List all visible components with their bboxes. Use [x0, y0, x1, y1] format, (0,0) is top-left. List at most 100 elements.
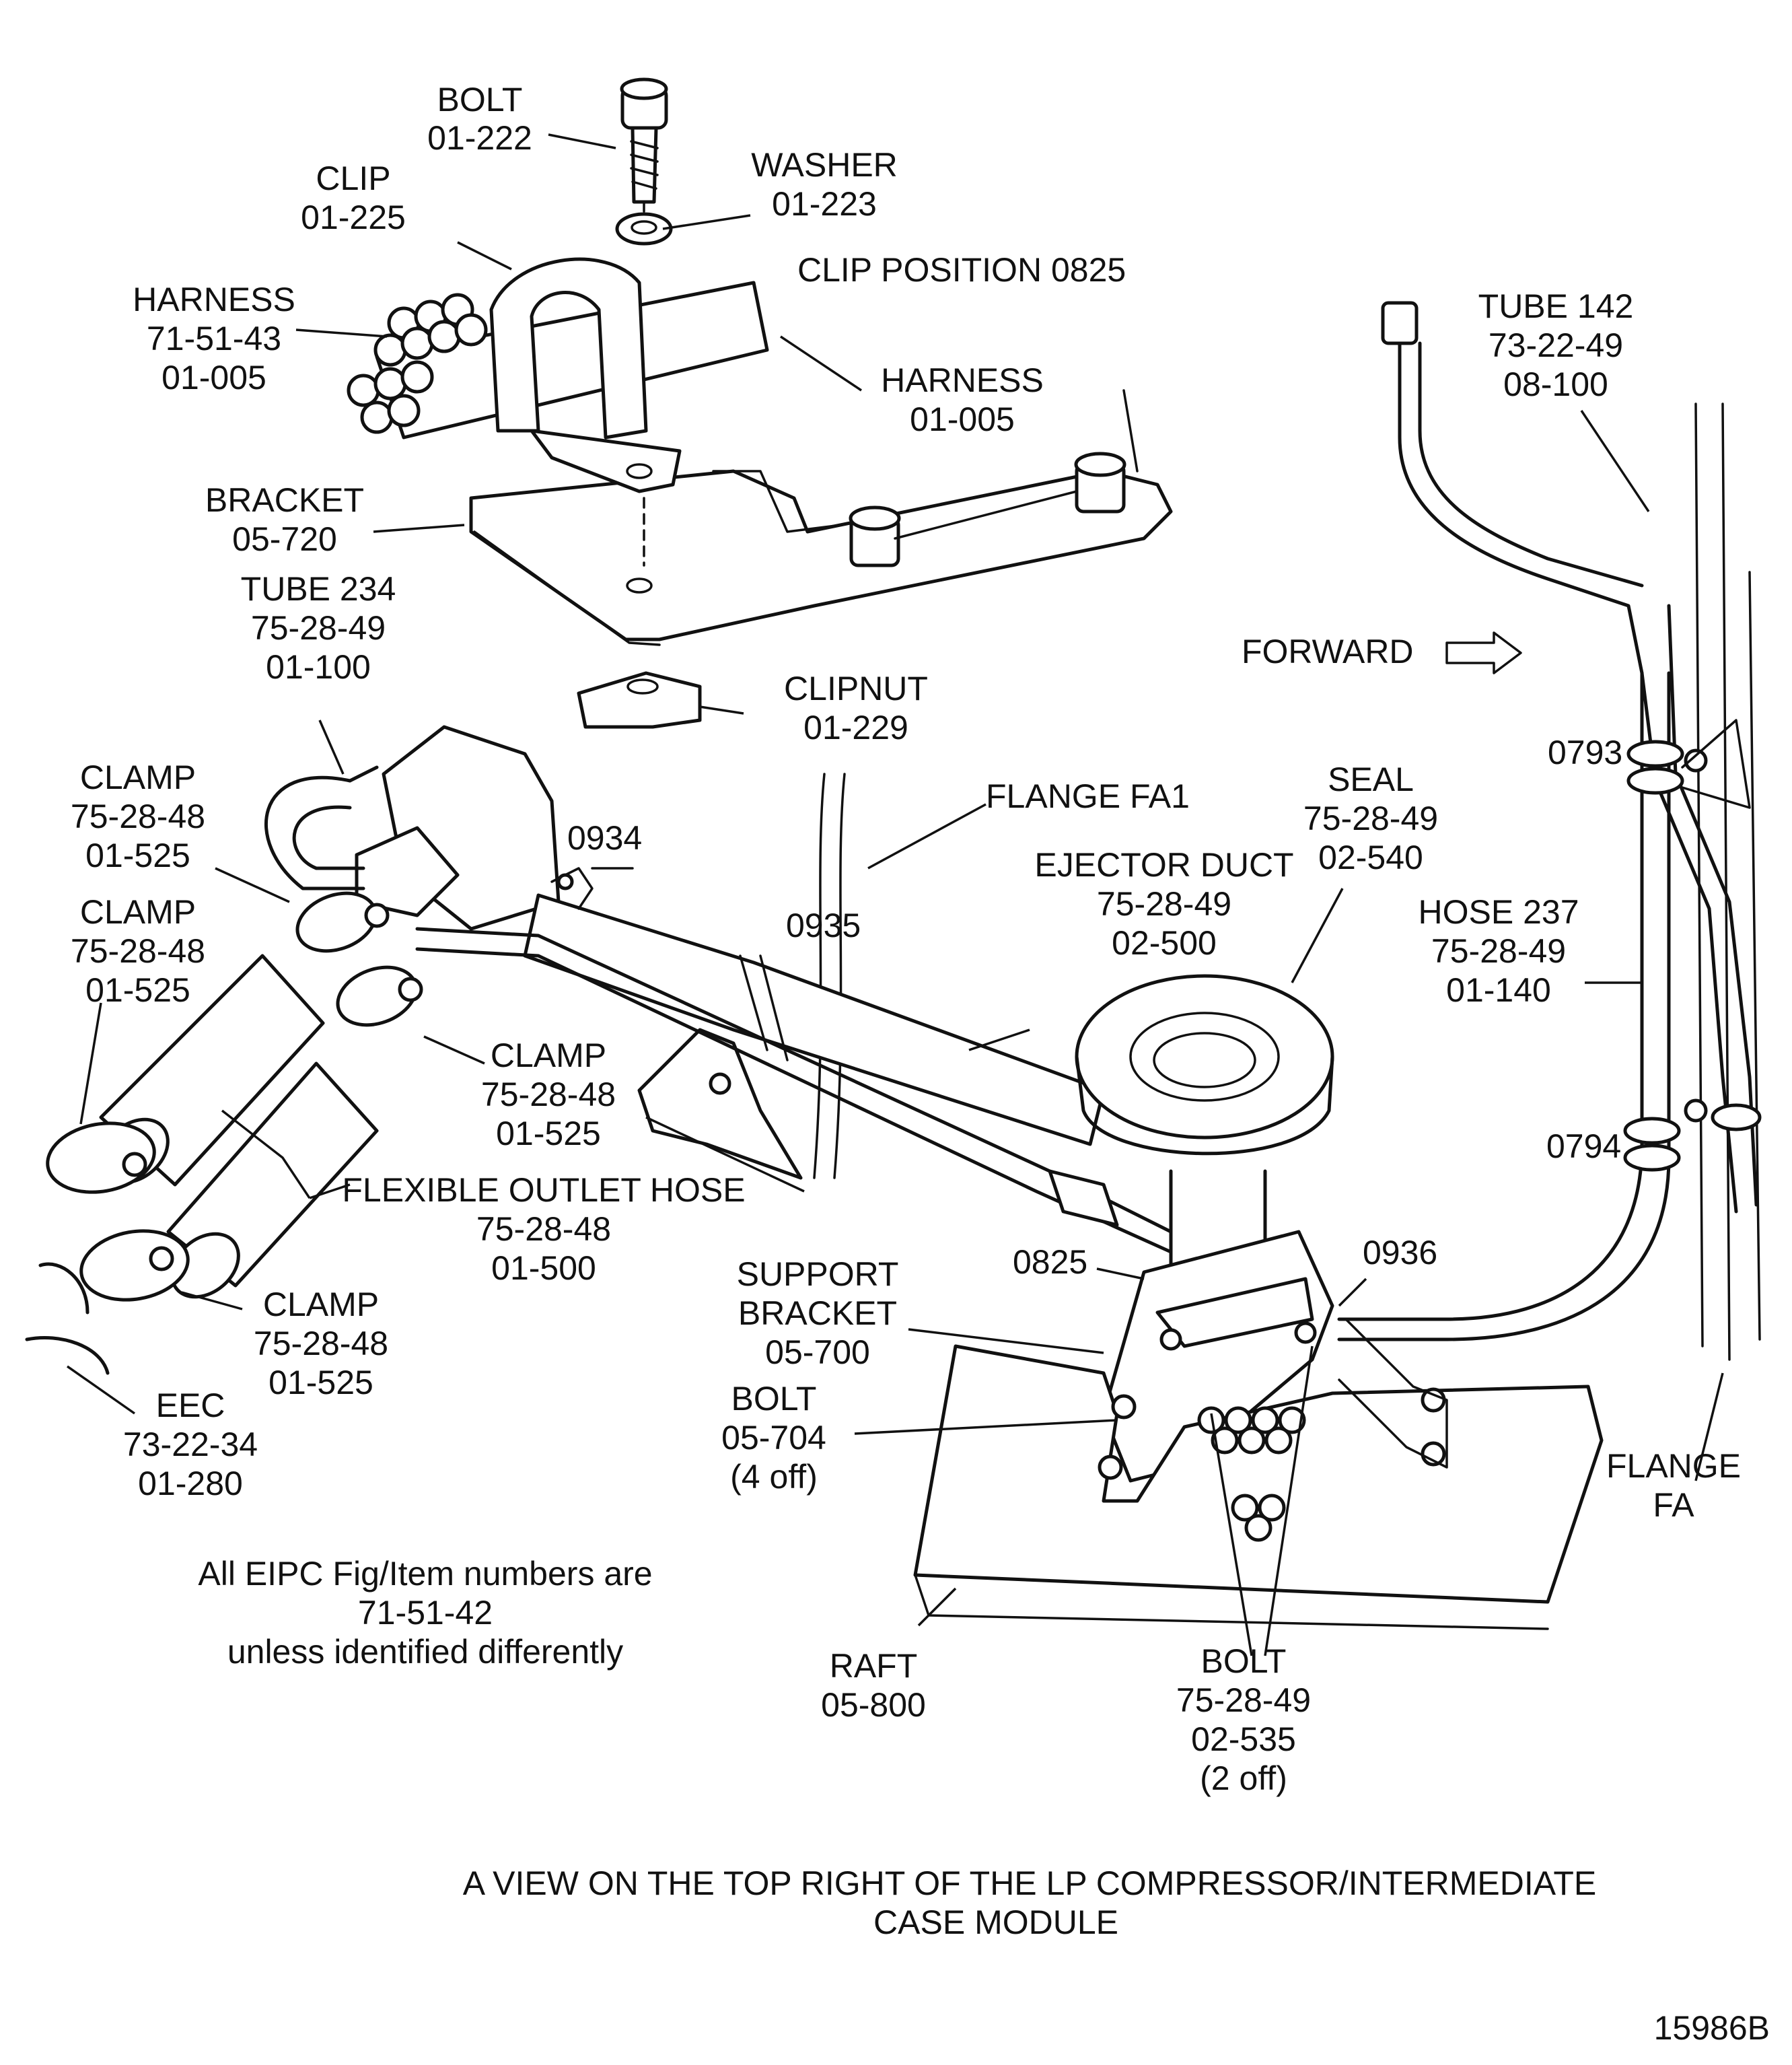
clipnut-part	[577, 671, 702, 729]
label-ref-0934: 0934	[567, 819, 642, 857]
svg-text:75-28-49: 75-28-49	[251, 609, 386, 647]
raft-part	[913, 1318, 1604, 1630]
label-ref-0935: 0935	[786, 907, 861, 944]
svg-text:01-280: 01-280	[138, 1465, 243, 1502]
svg-text:05-700: 05-700	[765, 1333, 870, 1371]
svg-text:TUBE 142: TUBE 142	[1478, 287, 1634, 325]
label-flange-fa1: FLANGE FA1	[986, 777, 1190, 815]
svg-text:BOLT: BOLT	[437, 81, 523, 118]
svg-text:(4 off): (4 off)	[730, 1458, 818, 1496]
svg-text:BRACKET: BRACKET	[205, 481, 364, 519]
label-harness-left: HARNESS 71-51-43 01-005	[133, 281, 295, 396]
bracket-plate	[469, 389, 1173, 646]
clamp-0793	[1626, 719, 1751, 809]
label-clipnut: CLIPNUT 01-229	[784, 670, 928, 746]
figure-caption: A VIEW ON THE TOP RIGHT OF THE LP COMPRE…	[463, 1864, 1597, 1941]
ejector-duct-part	[264, 725, 1106, 1180]
label-tube-234: TUBE 234 75-28-49 01-100	[241, 570, 396, 686]
svg-text:BOLT: BOLT	[1201, 1642, 1287, 1680]
label-raft: RAFT 05-800	[821, 1647, 926, 1724]
label-tube-142: TUBE 142 73-22-49 08-100	[1478, 287, 1634, 403]
svg-text:01-222: 01-222	[427, 119, 532, 157]
svg-text:75-28-49: 75-28-49	[1303, 800, 1438, 837]
svg-text:73-22-34: 73-22-34	[123, 1426, 258, 1463]
label-bolt-raft: BOLT 75-28-49 02-535 (2 off)	[1176, 1642, 1311, 1797]
svg-text:HARNESS: HARNESS	[881, 361, 1044, 399]
svg-text:02-540: 02-540	[1318, 839, 1423, 876]
label-flexible-outlet-hose: FLEXIBLE OUTLET HOSE 75-28-48 01-500	[342, 1171, 745, 1287]
svg-text:02-535: 02-535	[1191, 1720, 1296, 1758]
label-bracket: BRACKET 05-720	[205, 481, 364, 558]
bracket-nut-1	[849, 505, 901, 567]
svg-text:(2 off): (2 off)	[1200, 1759, 1287, 1797]
label-hose-237: HOSE 237 75-28-49 01-140	[1418, 893, 1579, 1009]
svg-text:05-720: 05-720	[232, 520, 337, 558]
label-support-bracket: SUPPORT BRACKET 05-700	[737, 1255, 899, 1371]
svg-text:01-100: 01-100	[266, 648, 371, 686]
svg-text:BRACKET: BRACKET	[738, 1294, 897, 1332]
svg-text:08-100: 08-100	[1503, 365, 1608, 403]
svg-text:CLIP: CLIP	[316, 160, 390, 197]
note-block: All EIPC Fig/Item numbers are 71-51-42 u…	[198, 1555, 652, 1671]
svg-text:EEC: EEC	[156, 1387, 225, 1424]
leader-lines	[66, 133, 1724, 1656]
svg-text:SUPPORT: SUPPORT	[737, 1255, 899, 1293]
svg-text:01-525: 01-525	[85, 837, 190, 874]
label-ref-0825: 0825	[1013, 1243, 1087, 1281]
label-ref-0936: 0936	[1363, 1234, 1437, 1271]
svg-text:EJECTOR DUCT: EJECTOR DUCT	[1034, 846, 1293, 884]
label-ref-0793: 0793	[1548, 734, 1622, 771]
label-ref-0794: 0794	[1546, 1127, 1621, 1165]
svg-text:01-005: 01-005	[910, 400, 1015, 438]
label-clamp-1: CLAMP 75-28-48 01-525	[71, 759, 205, 874]
figure-number: 15986B	[1654, 2009, 1770, 2047]
svg-text:01-525: 01-525	[496, 1115, 601, 1152]
svg-text:01-225: 01-225	[301, 199, 406, 236]
svg-text:unless identified differently: unless identified differently	[227, 1633, 623, 1671]
svg-text:TUBE 234: TUBE 234	[241, 570, 396, 608]
svg-text:71-51-42: 71-51-42	[358, 1594, 493, 1632]
svg-text:75-28-49: 75-28-49	[1097, 885, 1231, 923]
svg-text:FLANGE: FLANGE	[1606, 1447, 1741, 1485]
hose-clamps-part	[46, 891, 423, 1302]
svg-text:WASHER: WASHER	[751, 146, 898, 184]
label-ejector-duct: EJECTOR DUCT 75-28-49 02-500	[1034, 846, 1293, 962]
svg-text:SEAL: SEAL	[1328, 761, 1414, 798]
label-flange-fa: FLANGE FA	[1606, 1447, 1741, 1524]
label-clip-position: CLIP POSITION 0825	[797, 251, 1126, 289]
svg-text:05-704: 05-704	[721, 1419, 826, 1457]
svg-text:All EIPC Fig/Item numbers are: All EIPC Fig/Item numbers are	[198, 1555, 652, 1593]
label-washer: WASHER 01-223	[751, 146, 898, 223]
svg-text:CLAMP: CLAMP	[263, 1286, 379, 1323]
duct-tube-0825	[415, 927, 1173, 1254]
svg-text:HOSE 237: HOSE 237	[1418, 893, 1579, 931]
flange-fa-edge	[1694, 403, 1761, 1361]
svg-text:CLAMP: CLAMP	[491, 1037, 606, 1074]
bracket-nut-2	[1074, 452, 1126, 514]
svg-text:75-28-48: 75-28-48	[71, 932, 205, 970]
tube-142-part	[1381, 301, 1644, 675]
svg-text:75-28-48: 75-28-48	[476, 1210, 611, 1248]
svg-text:CASE MODULE: CASE MODULE	[873, 1903, 1118, 1941]
label-harness-right: HARNESS 01-005	[881, 361, 1044, 438]
svg-text:01-005: 01-005	[162, 359, 266, 396]
svg-text:01-525: 01-525	[268, 1364, 373, 1401]
svg-text:75-28-48: 75-28-48	[481, 1076, 616, 1113]
svg-text:01-500: 01-500	[491, 1249, 596, 1287]
seal-part	[1075, 974, 1334, 1267]
svg-text:HARNESS: HARNESS	[133, 281, 295, 318]
svg-text:CLIPNUT: CLIPNUT	[784, 670, 928, 707]
svg-text:71-51-43: 71-51-43	[147, 320, 281, 357]
flange-fa1-edge	[813, 773, 846, 1179]
svg-text:FA: FA	[1653, 1486, 1694, 1524]
label-clip: CLIP 01-225	[301, 160, 406, 236]
svg-text:01-525: 01-525	[85, 971, 190, 1009]
label-seal: SEAL 75-28-49 02-540	[1303, 761, 1438, 876]
label-clamp-3: CLAMP 75-28-48 01-525	[481, 1037, 616, 1152]
svg-text:73-22-49: 73-22-49	[1489, 326, 1623, 364]
svg-text:CLAMP: CLAMP	[80, 893, 196, 931]
forward-arrow-icon	[1445, 631, 1522, 674]
label-clamp-4: CLAMP 75-28-48 01-525	[254, 1286, 388, 1401]
label-forward: FORWARD	[1242, 633, 1414, 670]
